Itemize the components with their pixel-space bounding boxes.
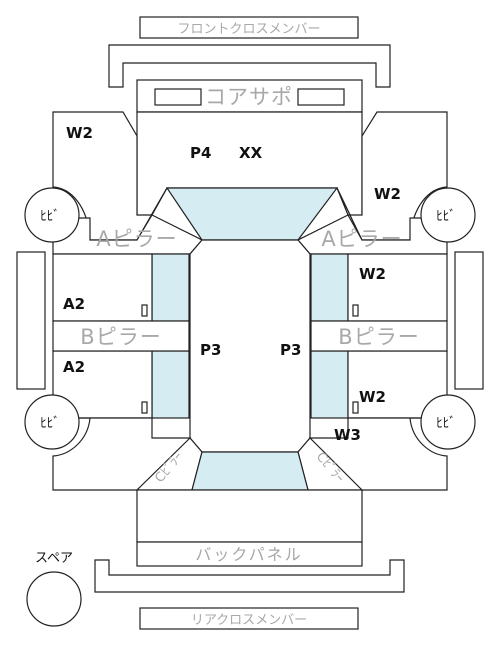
left-front-door[interactable] (52, 253, 153, 322)
left-side-sill[interactable] (16, 251, 46, 390)
wheel-front-left-label: ﾋﾋﾞ (40, 209, 60, 224)
wheel-front-right-label: ﾋﾋﾞ (436, 209, 456, 224)
left-front-door-glass[interactable] (151, 253, 190, 322)
wheel-rear-right-label: ﾋﾋﾞ (436, 416, 456, 431)
zone-code-right-rear-door: W2 (359, 388, 386, 406)
right-rear-door-handle (352, 401, 359, 414)
right-b-pillar-label: Bピラー (338, 325, 419, 349)
rear-cross-member[interactable] (139, 607, 359, 630)
left-rear-door-handle (141, 401, 148, 414)
rear-glass[interactable] (191, 451, 309, 491)
spare-label: スペア (35, 551, 73, 566)
rear-bumper-bracket[interactable] (94, 559, 405, 593)
rear-cross-member-label: リアクロスメンバー (191, 613, 307, 628)
left-front-door-handle (141, 304, 148, 317)
back-panel[interactable] (136, 541, 363, 567)
zone-code-right-quarter-panel: W3 (334, 426, 361, 444)
zone-code-left-rear-door: A2 (63, 358, 85, 376)
left-a-pillar-label: Aピラー (96, 227, 177, 251)
zone-code-left-front-door: A2 (63, 295, 85, 313)
right-front-door[interactable] (347, 253, 448, 322)
front-cross-member-label: フロントクロスメンバー (177, 22, 320, 37)
zone-code-roof-right: P3 (280, 341, 301, 359)
zone-code-left-front-fender: W2 (66, 124, 93, 142)
core-support-right-slot (297, 88, 345, 106)
windshield[interactable] (165, 187, 339, 241)
front-cross-member[interactable] (139, 16, 359, 39)
zone-code-hood-extra: XX (239, 144, 263, 162)
wheel-rear-left[interactable] (24, 394, 80, 450)
core-support-label: コアサポ (205, 85, 293, 109)
wheel-front-left[interactable] (24, 187, 80, 243)
left-b-pillar[interactable] (52, 320, 190, 352)
zone-code-hood: P4 (190, 144, 211, 162)
trunk-lid[interactable] (136, 489, 363, 543)
wheel-rear-right[interactable] (420, 394, 476, 450)
wheel-front-right[interactable] (420, 187, 476, 243)
right-rear-door-glass[interactable] (310, 350, 349, 419)
zone-code-right-front-door: W2 (359, 265, 386, 283)
right-b-pillar[interactable] (310, 320, 448, 352)
zone-code-right-front-fender: W2 (374, 185, 401, 203)
core-support-left-slot (154, 88, 202, 106)
zone-code-roof-left: P3 (200, 341, 221, 359)
left-rear-door-glass[interactable] (151, 350, 190, 419)
wheel-rear-left-label: ﾋﾋﾞ (40, 416, 60, 431)
spare-tire[interactable] (26, 571, 82, 627)
front-bumper-bracket[interactable] (108, 44, 391, 88)
right-front-door-glass[interactable] (310, 253, 349, 322)
right-a-pillar-label: Aピラー (321, 227, 402, 251)
right-front-door-handle (352, 304, 359, 317)
back-panel-label: バックパネル (195, 545, 302, 564)
right-side-sill[interactable] (454, 251, 484, 390)
left-b-pillar-label: Bピラー (80, 325, 161, 349)
